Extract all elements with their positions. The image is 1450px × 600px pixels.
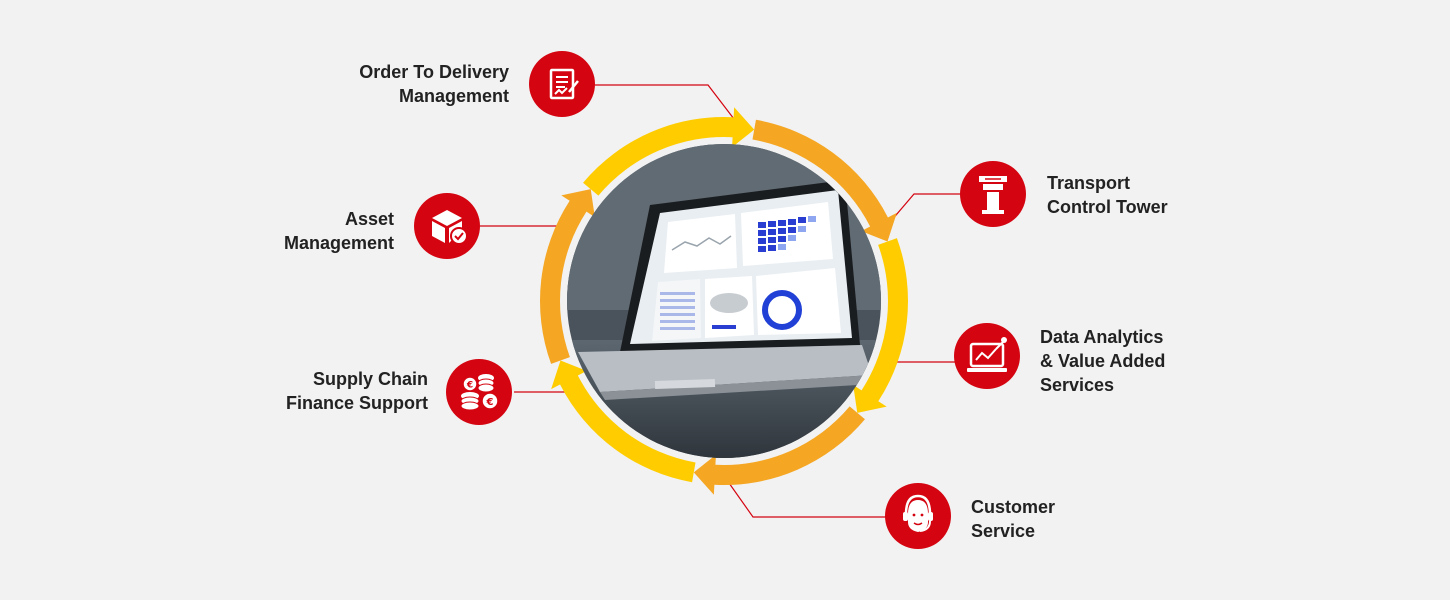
label-line: Services [1040,375,1115,395]
label-line: Supply Chain [312,369,428,389]
connector-order-to-delivery [595,84,735,120]
label-line: Control Tower [1047,197,1168,217]
analytics-monitor-icon [954,323,1020,389]
label-transport-control-tower: Transport Control Tower [1047,171,1168,219]
label-line: Service [971,521,1036,541]
control-tower-icon [960,161,1026,227]
customer-service-agent-icon [885,483,951,549]
icon-badges: € € [414,51,1026,549]
cycle-ring [539,107,908,495]
label-line: Transport [1047,173,1131,193]
ring-arrow-segment [853,238,908,413]
label-line: Management [283,233,394,253]
svg-text:€: € [466,381,473,391]
connector-customer-service [728,482,886,518]
label-line: Finance Support [285,393,428,413]
svg-text:€: € [486,397,494,408]
ring-arrow-segment [551,360,696,483]
connector-lines [480,84,962,518]
label-line: Asset [344,209,394,229]
ring-arrow-segment [752,119,897,242]
label-supply-chain-finance: Supply Chain Finance Support [286,367,428,415]
document-signature-icon [529,51,595,117]
label-line: Data Analytics [1040,327,1164,347]
connector-transport-control-tower [884,193,962,229]
ring-arrow-segment [583,107,755,196]
label-asset-management: Asset Management [284,207,394,255]
label-line: Management [398,86,509,106]
label-line: & Value Added [1040,351,1166,371]
label-line: Customer [971,497,1056,517]
euro-coins-icon: € € [446,359,512,425]
ring-arrow-segment [539,189,595,364]
label-line: Order To Delivery [359,62,509,82]
box-check-icon [414,193,480,259]
label-data-analytics: Data Analytics & Value Added Services [1040,325,1165,397]
label-customer-service: Customer Service [971,495,1055,543]
ring-arrow-segment [693,406,865,495]
label-order-to-delivery: Order To Delivery Management [359,60,509,108]
